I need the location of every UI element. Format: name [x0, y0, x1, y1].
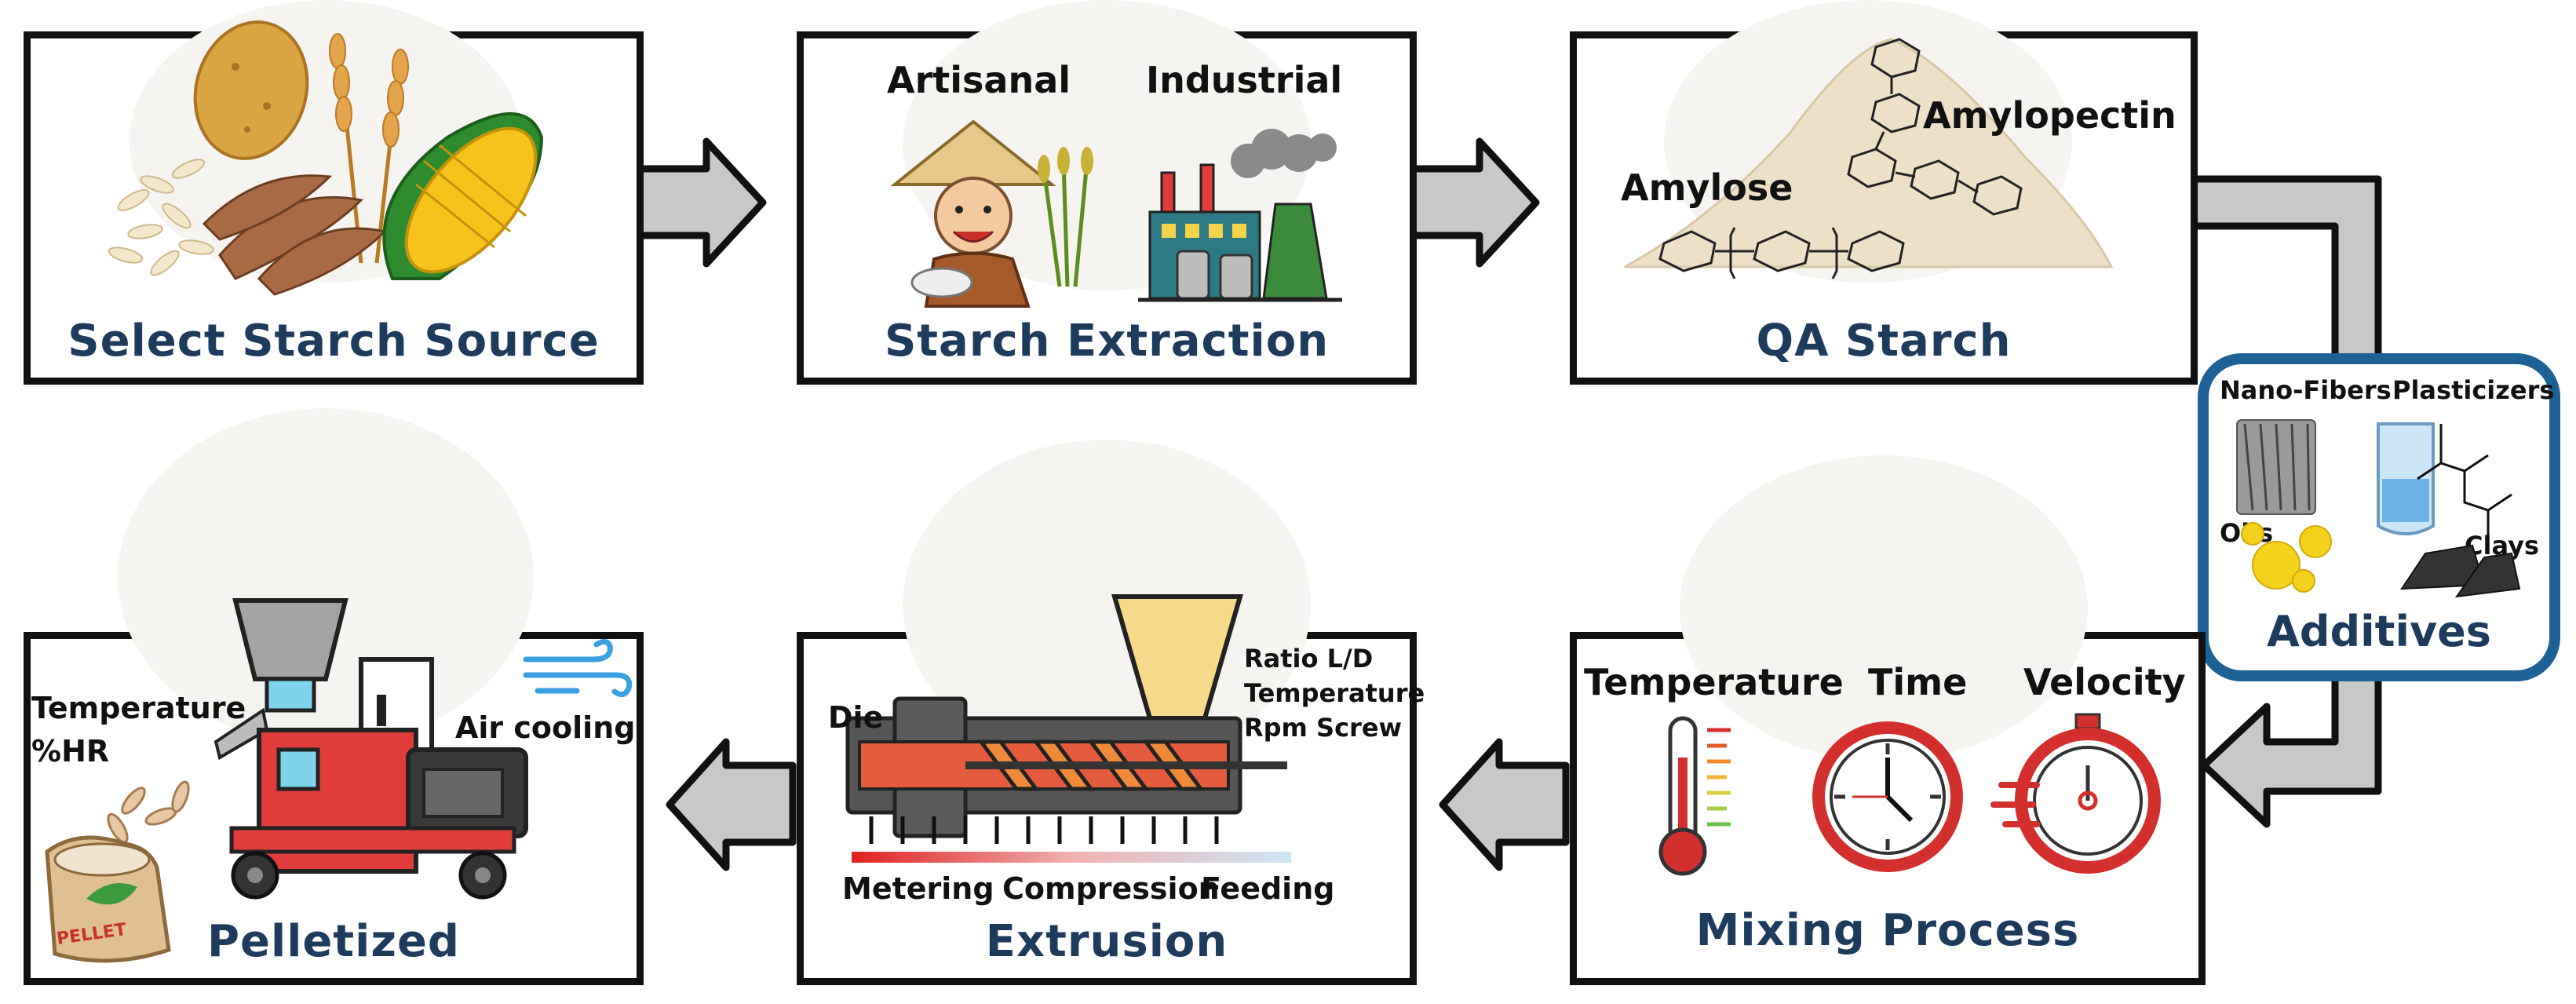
temperature-gradient-bar: [852, 852, 1291, 863]
label-metering: Metering: [842, 871, 994, 906]
step-title: Starch Extraction: [884, 316, 1330, 367]
step-title: Select Starch Source: [68, 316, 600, 367]
air-cooling-icon: [523, 639, 633, 698]
beaker-icon: [2377, 422, 2435, 535]
clay-rocks-icon: [2400, 544, 2521, 598]
arrow-additives-to-mixing: [2200, 673, 2382, 828]
halo-mixing: [1680, 455, 2088, 761]
label-ratio-ld: Ratio L/D: [1244, 644, 1374, 674]
arrow-extraction-to-qa: [1405, 137, 1540, 268]
pelletizer-machine-icon: [213, 598, 528, 900]
starch-sources-illustration: [108, 20, 544, 296]
additives-illustration: [2236, 419, 2521, 598]
halo-pelletized: [118, 408, 534, 746]
starch-pile-illustration: [1624, 38, 2114, 279]
step-title: QA Starch: [1756, 316, 2012, 367]
arrow-mixing-to-extrusion: [1439, 738, 1570, 871]
rice-icon: [108, 159, 214, 276]
label-nano-fibers: Nano-Fibers: [2220, 375, 2392, 405]
label-rpm-screw: Rpm Screw: [1244, 713, 1403, 743]
label-air-cooling: Air cooling: [455, 710, 636, 745]
label-extrusion-temperature: Temperature: [1244, 678, 1425, 708]
corn-icon: [382, 112, 544, 280]
step-title: Additives: [2267, 607, 2491, 656]
plasticizer-molecule: [2417, 424, 2512, 542]
label-compression: Compression: [1002, 871, 1220, 906]
extruder-illustration: [845, 594, 1291, 863]
potato-icon: [193, 20, 309, 160]
label-pellet-temperature: Temperature: [31, 691, 246, 725]
label-industrial: Industrial: [1146, 59, 1343, 101]
connector-qa-to-additives: [2186, 175, 2382, 361]
arrow-select-to-extraction: [632, 137, 767, 268]
stopwatch-icon: [1990, 713, 2161, 874]
label-artisanal: Artisanal: [887, 59, 1071, 101]
step-qa-starch: QA Starch: [1570, 31, 2198, 385]
clock-icon: [1812, 721, 1963, 872]
pellet-bag-icon: [45, 780, 190, 963]
label-feeding: Feeding: [1201, 871, 1335, 906]
label-die: Die: [828, 700, 884, 735]
label-hr: %HR: [31, 734, 110, 769]
halo-extrusion: [903, 440, 1311, 769]
hopper-icon: [1111, 594, 1243, 721]
oil-drops-icon: [2241, 522, 2332, 593]
label-time: Time: [1868, 661, 1968, 703]
arrow-extrusion-to-pelletized: [666, 738, 797, 871]
label-temperature: Temperature: [1584, 661, 1844, 703]
label-plasticizers: Plasticizers: [2392, 375, 2555, 405]
label-velocity: Velocity: [2023, 661, 2186, 703]
wheat-icon: [329, 33, 409, 264]
nano-fiber-icon: [2236, 419, 2316, 515]
factory-icon: [1138, 129, 1342, 302]
step-title: Extrusion: [985, 916, 1228, 967]
label-amylose: Amylose: [1621, 166, 1793, 209]
thermometer-icon: [1658, 716, 1731, 876]
step-title: Pelletized: [206, 916, 461, 967]
step-title: Mixing Process: [1695, 905, 2080, 956]
label-amylopectin: Amylopectin: [1923, 94, 2176, 137]
cassava-icon: [202, 174, 387, 296]
farmer-icon: [890, 119, 1093, 308]
